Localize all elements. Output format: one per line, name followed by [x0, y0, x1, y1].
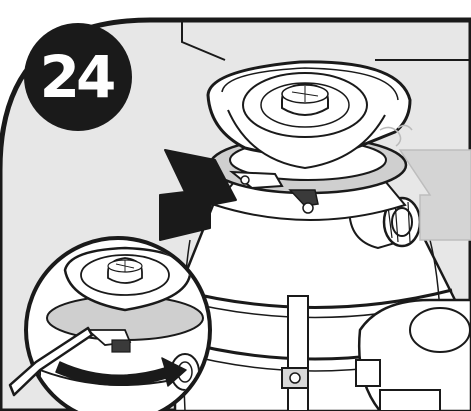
stopper-cross — [291, 86, 319, 102]
rotate-clockwise-arrow-icon — [55, 357, 187, 387]
step-number-badge: 24 — [24, 23, 132, 131]
mounting-screws-faint — [379, 124, 413, 147]
discharge-elbow — [355, 298, 471, 411]
inset-lug-dark — [111, 339, 131, 353]
sink-flange-outer-lip — [221, 67, 399, 101]
disposer-unit — [173, 174, 471, 411]
lug-screw — [302, 202, 314, 214]
clamp-bolt-head — [289, 372, 301, 384]
dishwasher-inlet — [348, 196, 422, 250]
allen-wrench-icon — [8, 326, 94, 397]
push-up-arrow-back-icon — [398, 149, 471, 241]
body-band-1 — [177, 288, 453, 309]
detail-inset — [8, 236, 212, 411]
clamp-bar — [287, 295, 309, 411]
push-up-arrow-icon — [159, 149, 237, 241]
mounting-assembly — [206, 60, 413, 214]
background-fold-line — [181, 20, 226, 61]
mounting-lug-front — [288, 189, 319, 207]
lug-screw-left — [240, 175, 250, 185]
